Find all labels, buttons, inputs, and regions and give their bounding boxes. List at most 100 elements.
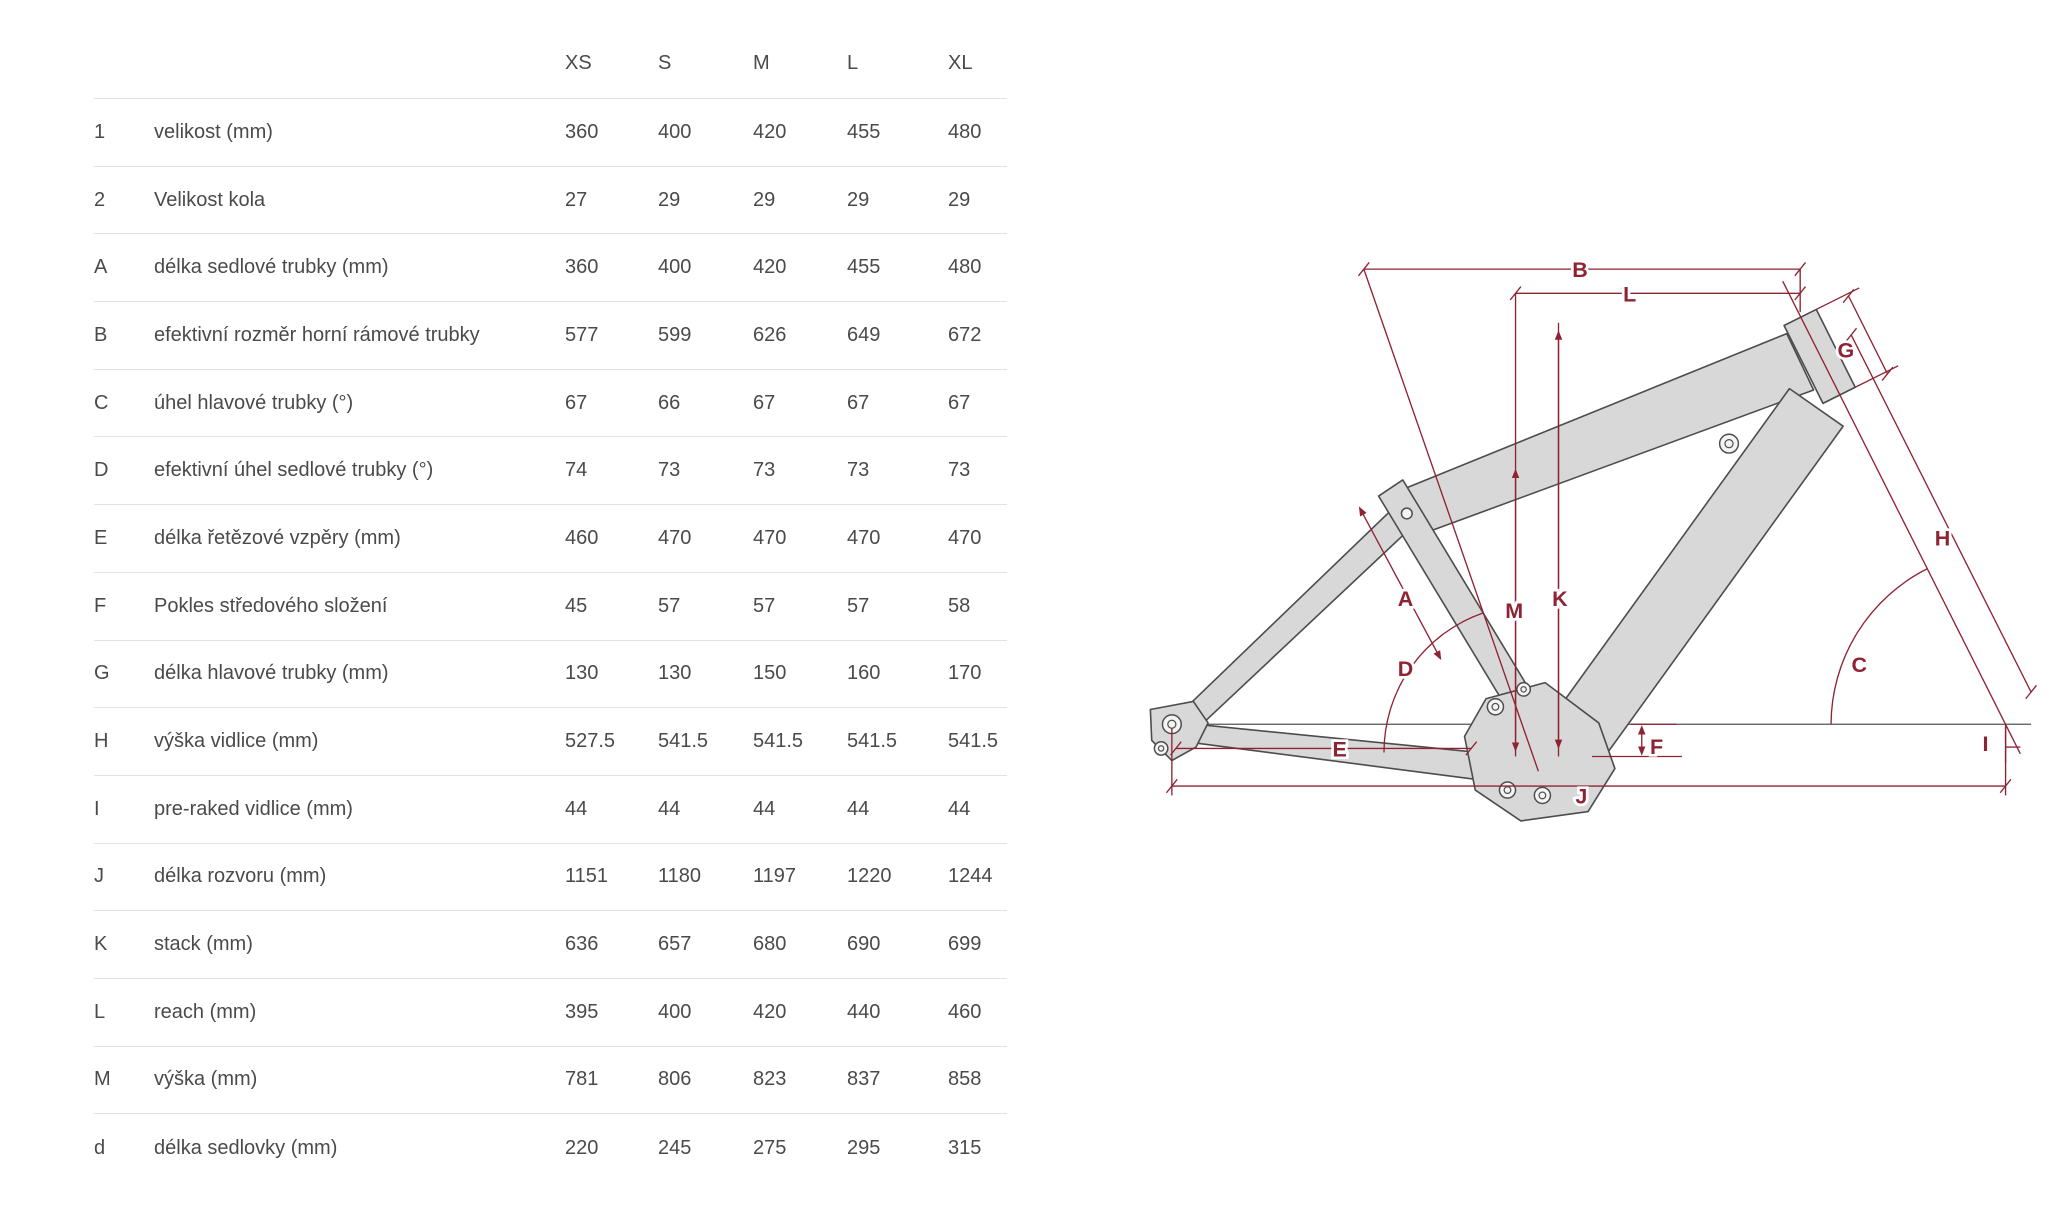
row-value: 66 — [658, 391, 681, 414]
row-label: reach (mm) — [154, 1000, 257, 1023]
row-value: 295 — [847, 1136, 881, 1159]
row-key: J — [94, 865, 104, 888]
row-value: 823 — [753, 1068, 787, 1091]
row-value: 67 — [565, 391, 588, 414]
row-value: 420 — [753, 120, 787, 143]
dim-label-l: L — [1623, 282, 1636, 306]
row-value: 480 — [948, 256, 982, 279]
row-value: 44 — [658, 797, 681, 820]
row-value: 470 — [847, 526, 881, 549]
dim-label-c: C — [1851, 653, 1867, 677]
row-value: 73 — [847, 459, 870, 482]
size-column-header: XL — [948, 52, 973, 74]
row-value: 400 — [658, 120, 692, 143]
row-value: 67 — [948, 391, 971, 414]
row-value: 170 — [948, 662, 982, 685]
row-value: 480 — [948, 120, 982, 143]
dim-label-a: A — [1398, 587, 1414, 611]
row-value: 541.5 — [847, 730, 898, 753]
row-value: 636 — [565, 933, 599, 956]
row-value: 130 — [565, 662, 599, 685]
row-value: 460 — [565, 526, 599, 549]
row-value: 275 — [753, 1136, 787, 1159]
row-value: 690 — [847, 933, 881, 956]
size-column-header: L — [847, 52, 859, 74]
row-key: d — [94, 1136, 106, 1159]
dim-label-g: G — [1837, 339, 1854, 363]
row-key: M — [94, 1068, 111, 1091]
row-value: 400 — [658, 256, 692, 279]
row-value: 781 — [565, 1068, 599, 1091]
size-column-header: M — [753, 52, 770, 74]
row-key: C — [94, 391, 109, 414]
dim-label-k: K — [1552, 587, 1568, 611]
row-value: 44 — [753, 797, 776, 820]
row-value: 73 — [753, 459, 776, 482]
row-label: délka rozvoru (mm) — [154, 865, 327, 888]
dim-label-m: M — [1505, 599, 1523, 623]
row-value: 360 — [565, 256, 599, 279]
row-label: délka sedlovky (mm) — [154, 1136, 338, 1159]
row-value: 27 — [565, 188, 588, 211]
row-value: 657 — [658, 933, 692, 956]
row-label: úhel hlavové trubky (°) — [154, 391, 354, 414]
row-value: 541.5 — [948, 730, 999, 753]
row-value: 395 — [565, 1000, 599, 1023]
row-key: 1 — [94, 120, 106, 143]
row-value: 44 — [847, 797, 870, 820]
dim-label-e: E — [1333, 737, 1347, 761]
row-value: 440 — [847, 1000, 881, 1023]
row-value: 29 — [948, 188, 971, 211]
dim-label-d: D — [1398, 657, 1414, 681]
row-value: 577 — [565, 323, 599, 346]
row-key: 2 — [94, 188, 106, 211]
row-label: délka sedlové trubky (mm) — [154, 256, 389, 279]
row-label: výška vidlice (mm) — [154, 730, 319, 753]
row-value: 400 — [658, 1000, 692, 1023]
row-key: D — [94, 459, 109, 482]
row-label: efektivní úhel sedlové trubky (°) — [154, 459, 434, 482]
row-key: A — [94, 256, 108, 279]
row-key: L — [94, 1000, 106, 1023]
row-value: 806 — [658, 1068, 692, 1091]
row-value: 67 — [847, 391, 870, 414]
row-value: 360 — [565, 120, 599, 143]
row-value: 73 — [658, 459, 681, 482]
row-label: výška (mm) — [154, 1068, 258, 1091]
row-value: 672 — [948, 323, 982, 346]
row-value: 626 — [753, 323, 787, 346]
row-label: stack (mm) — [154, 933, 253, 956]
row-value: 57 — [753, 594, 776, 617]
row-value: 44 — [948, 797, 971, 820]
row-value: 44 — [565, 797, 588, 820]
dim-label-h: H — [1935, 527, 1951, 551]
row-value: 460 — [948, 1000, 982, 1023]
row-label: pre-raked vidlice (mm) — [154, 797, 353, 820]
row-value: 1197 — [753, 865, 797, 888]
dim-label-j: J — [1575, 784, 1587, 808]
row-label: délka řetězové vzpěry (mm) — [154, 526, 401, 549]
row-value: 541.5 — [658, 730, 709, 753]
size-column-header: XS — [565, 52, 592, 74]
row-value: 470 — [948, 526, 982, 549]
size-column-header: S — [658, 52, 672, 74]
row-label: Velikost kola — [154, 188, 266, 211]
row-value: 150 — [753, 662, 787, 685]
row-value: 541.5 — [753, 730, 804, 753]
dim-label-i: I — [1982, 732, 1988, 756]
row-value: 67 — [753, 391, 776, 414]
row-value: 649 — [847, 323, 881, 346]
